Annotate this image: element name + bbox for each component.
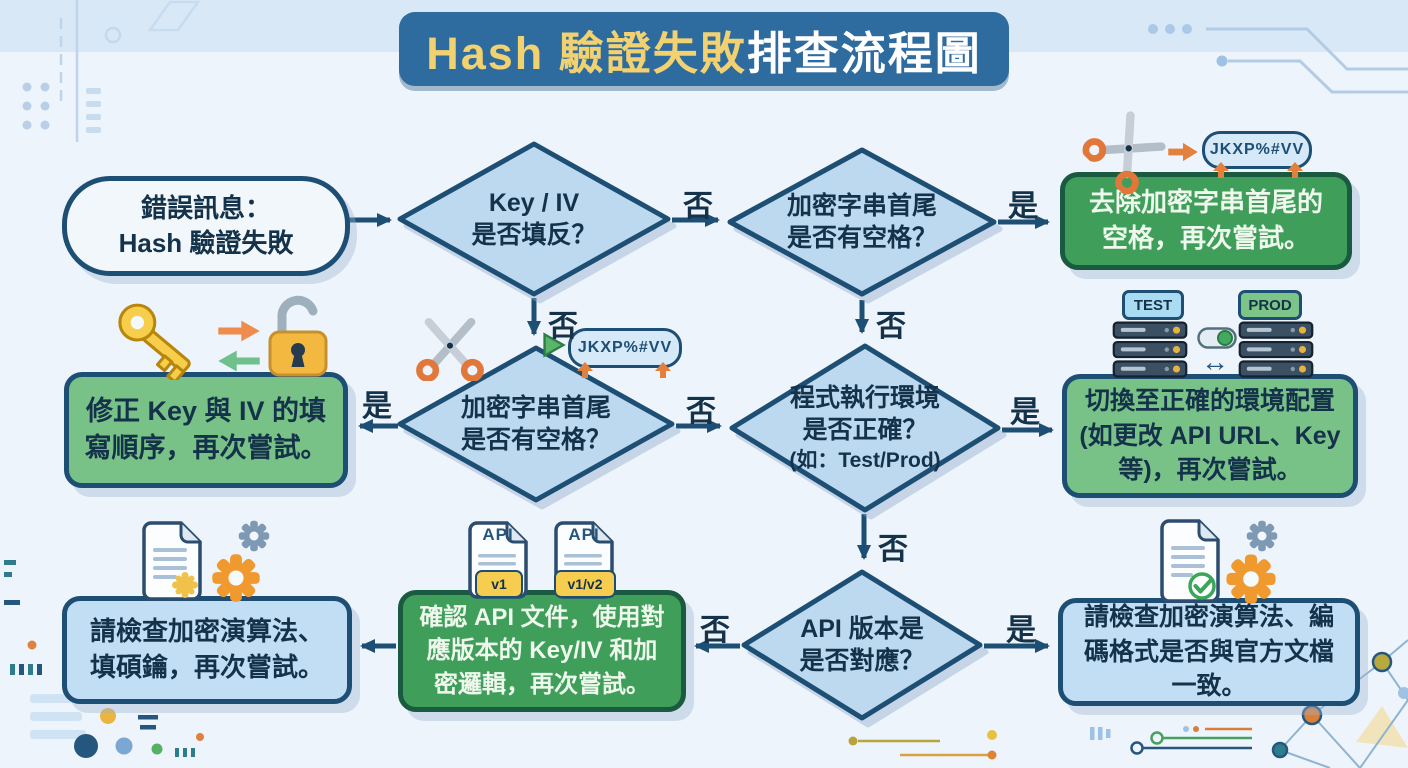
start-node: 錯誤訊息： Hash 驗證失敗 (62, 176, 350, 276)
api-doc-v1v2-icon: API v1/v2 (550, 518, 618, 602)
cipher-sample-pill: JKXP%#VV (568, 328, 682, 368)
decision-environment: 程式執行環境 是否正確？ (如：Test/Prod) (728, 342, 1002, 514)
document-icon (138, 518, 206, 609)
document-check-icon (1156, 516, 1224, 611)
decision-spaces-top: 加密字串首尾 是否有空格？ (726, 146, 998, 298)
api-v1-tag: v1 (475, 570, 523, 598)
gear-icon (1222, 550, 1280, 613)
toggle-switch-icon (1197, 327, 1237, 354)
scissors-icon (1075, 98, 1178, 201)
arrow-up-icon (1284, 160, 1306, 185)
server-stack-prod-icon (1238, 318, 1314, 387)
arrow-up-icon (574, 360, 596, 385)
edge-label-no: 否 (700, 614, 730, 647)
action-switch-env: 切換至正確的環境配置 (如更改 API URL、Key 等)，再次嘗試。 (1062, 374, 1358, 498)
arrow-up-icon (652, 360, 674, 385)
page-title: Hash 驗證失敗排查流程圖 (399, 12, 1009, 86)
decision-text: 加密字串首尾 (786, 191, 937, 220)
server-stack-test-icon (1112, 318, 1188, 387)
env-prod-tag: PROD (1238, 290, 1302, 320)
api-v1v2-tag: v1/v2 (554, 570, 616, 598)
decision-text: 是否正確？ (802, 416, 928, 445)
arrow-right-icon (216, 318, 262, 349)
gear-icon (208, 550, 264, 611)
title-rest: 排查流程圖 (746, 27, 982, 79)
edge-label-no: 否 (878, 533, 908, 566)
api-doc-v1-icon: API v1 (464, 518, 532, 602)
edge-label-no: 否 (548, 310, 578, 343)
decision-key-iv-swapped: Key / IV 是否填反？ (396, 140, 672, 298)
decision-text: 程式執行環境 (789, 383, 940, 412)
scissors-icon (412, 315, 488, 382)
decision-text: API 版本是 (800, 614, 924, 643)
padlock-open-icon (260, 290, 334, 385)
arrow-up-icon (1210, 160, 1232, 185)
action-use-matching-api: 確認 API 文件，使用對應版本的 Key/IV 和加密邏輯，再次嘗試。 (398, 590, 686, 712)
title-highlight: Hash 驗證失敗 (426, 27, 747, 79)
decision-text: 是否有空格？ (786, 224, 937, 252)
decision-text: 是否填反？ (471, 221, 597, 249)
action-fix-key-iv: 修正 Key 與 IV 的填寫順序，再次嘗試。 (64, 372, 348, 488)
decision-text: 是否有空格？ (460, 426, 611, 454)
decision-spaces-mid: 加密字串首尾 是否有空格？ (396, 344, 676, 504)
edge-label-yes: 是 (362, 390, 392, 423)
env-test-tag: TEST (1122, 290, 1184, 320)
swap-arrow-icon: ↔ (1201, 346, 1229, 377)
cipher-sample-pill: JKXP%#VV (1202, 131, 1312, 169)
play-triangle-icon (542, 332, 566, 363)
edge-label-no: 否 (686, 395, 716, 428)
api-doc-label: API (568, 525, 600, 544)
api-doc-label: API (482, 525, 514, 544)
gear-icon (236, 518, 272, 559)
edge-label-yes: 是 (1010, 396, 1040, 429)
decision-text: 加密字串首尾 (460, 393, 611, 422)
edge-label-yes: 是 (1008, 190, 1038, 223)
edge-label-no: 否 (876, 310, 906, 343)
decision-text: (如：Test/Prod) (789, 448, 941, 472)
gear-icon (1244, 518, 1280, 559)
decision-api-version: API 版本是 是否對應？ (740, 568, 984, 722)
action-check-algorithm: 請檢查加密演算法、填碩鑰，再次嘗試。 (62, 596, 352, 704)
action-trim-spaces: 去除加密字串首尾的空格，再次嘗試。 (1060, 172, 1352, 270)
edge-label-yes: 是 (1006, 614, 1036, 647)
decision-text: Key / IV (488, 188, 580, 217)
start-line2: Hash 驗證失敗 (118, 228, 294, 258)
action-check-official-doc: 請檢查加密演算法、編碼格式是否與官方文檔一致。 (1058, 598, 1360, 706)
arrow-left-icon (216, 348, 262, 379)
decision-text: 是否對應？ (799, 647, 925, 675)
start-line1: 錯誤訊息： (140, 192, 271, 223)
edge-label-no: 否 (683, 190, 713, 223)
key-icon (112, 300, 216, 385)
arrow-right-icon (1166, 140, 1200, 169)
